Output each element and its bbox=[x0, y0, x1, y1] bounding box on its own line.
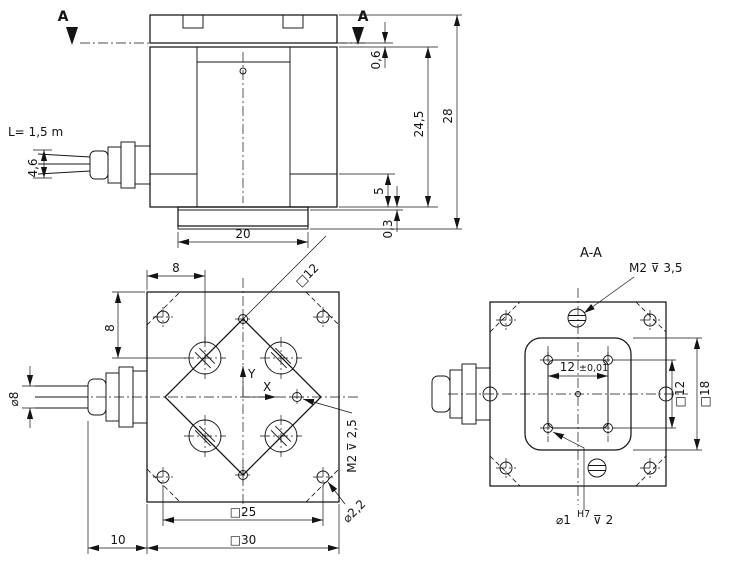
corner-hole bbox=[312, 306, 334, 328]
section-view-outline bbox=[448, 288, 688, 505]
corner-hole bbox=[495, 309, 517, 331]
section-view-cable bbox=[431, 363, 491, 425]
corner-hole bbox=[495, 457, 517, 479]
dim-connector-length: 10 bbox=[110, 533, 125, 547]
section-view-dimensions: M2 ⊽ 3,5 12 ±0,01 □12 □18 ⌀1 H7 ⊽ 2 bbox=[548, 261, 712, 527]
top-platform bbox=[149, 14, 338, 44]
screw-head bbox=[183, 414, 227, 458]
dim-corner-hole: ⌀2,2 bbox=[340, 497, 369, 526]
dim-screw-offset-x: 8 bbox=[172, 261, 180, 275]
dim-platform-gap: 0,6 bbox=[369, 50, 383, 69]
dim-base-height: 5 bbox=[372, 187, 386, 195]
leader-line bbox=[327, 481, 346, 505]
stage-body bbox=[149, 46, 338, 208]
screw-head bbox=[259, 414, 303, 458]
dim-screw-offset-y: 8 bbox=[103, 324, 117, 332]
slotted-screw bbox=[587, 458, 607, 478]
front-view: A A bbox=[8, 9, 462, 248]
dim-inner-square: □12 bbox=[673, 381, 687, 408]
front-view-dimensions: L= 1,5 m 4,6 0,6 5 0,3 24,5 28 bbox=[8, 14, 462, 248]
dim-outer-square: □30 bbox=[230, 533, 257, 547]
dim-pin-depth: ⊽ 2 bbox=[593, 513, 613, 527]
plan-view-dimensions: 8 8 □12 ⌀8 M2 ⊽ 2,5 ⌀2,2 □25 □30 bbox=[7, 235, 369, 554]
section-label-left: A bbox=[58, 9, 69, 25]
front-view-cable bbox=[37, 141, 151, 189]
front-view-outline bbox=[149, 14, 338, 230]
dim-cable-diameter: ⌀8 bbox=[7, 392, 21, 407]
dim-overall-height: 28 bbox=[441, 108, 455, 123]
corner-hole bbox=[639, 309, 661, 331]
dim-base-width: 20 bbox=[235, 227, 250, 241]
cable-gland-nut bbox=[89, 150, 109, 180]
section-view-title: A-A bbox=[580, 246, 602, 261]
corner-hole bbox=[312, 466, 334, 488]
dim-pin-fit: H7 bbox=[577, 509, 590, 520]
wire bbox=[37, 170, 91, 175]
dim-cable-bundle: 4,6 bbox=[26, 158, 40, 177]
axis-y-label: Y bbox=[247, 367, 256, 381]
plan-view: Y X 8 8 □12 ⌀8 bbox=[7, 235, 369, 554]
dim-thread: M2 ⊽ 2,5 bbox=[345, 419, 359, 472]
dim-body-height: 24,5 bbox=[412, 111, 426, 138]
corner-hole bbox=[152, 466, 174, 488]
dim-pin-tolerance: ±0,01 bbox=[579, 363, 608, 374]
section-arrow-left-icon bbox=[66, 27, 78, 45]
section-arrow-right-icon bbox=[352, 27, 364, 45]
section-view: A-A bbox=[431, 246, 712, 527]
section-label-right: A bbox=[358, 9, 369, 25]
plan-view-cable bbox=[35, 366, 148, 428]
cable-gland-flange bbox=[134, 145, 151, 185]
dim-hole-pattern-square: □25 bbox=[230, 505, 257, 519]
plan-view-outline bbox=[60, 278, 358, 514]
dim-platform-square: □18 bbox=[698, 381, 712, 408]
leader-line bbox=[552, 431, 585, 510]
cable-gland-nut bbox=[431, 375, 451, 413]
cable-length-label: L= 1,5 m bbox=[8, 125, 63, 139]
base-foot bbox=[177, 225, 309, 230]
corner-hole bbox=[152, 306, 174, 328]
corner-hole bbox=[639, 457, 661, 479]
leader-line bbox=[583, 276, 635, 314]
slotted-screw bbox=[567, 308, 587, 328]
plan-axes: Y X bbox=[239, 366, 276, 401]
wire bbox=[37, 153, 91, 158]
leader-line bbox=[302, 398, 353, 414]
dim-thread: M2 ⊽ 3,5 bbox=[629, 261, 682, 275]
dim-pin-hole: ⌀1 bbox=[556, 513, 571, 527]
axis-x-label: X bbox=[263, 380, 271, 394]
dim-pin-spacing: 12 bbox=[560, 360, 575, 374]
screw-head bbox=[259, 336, 303, 380]
